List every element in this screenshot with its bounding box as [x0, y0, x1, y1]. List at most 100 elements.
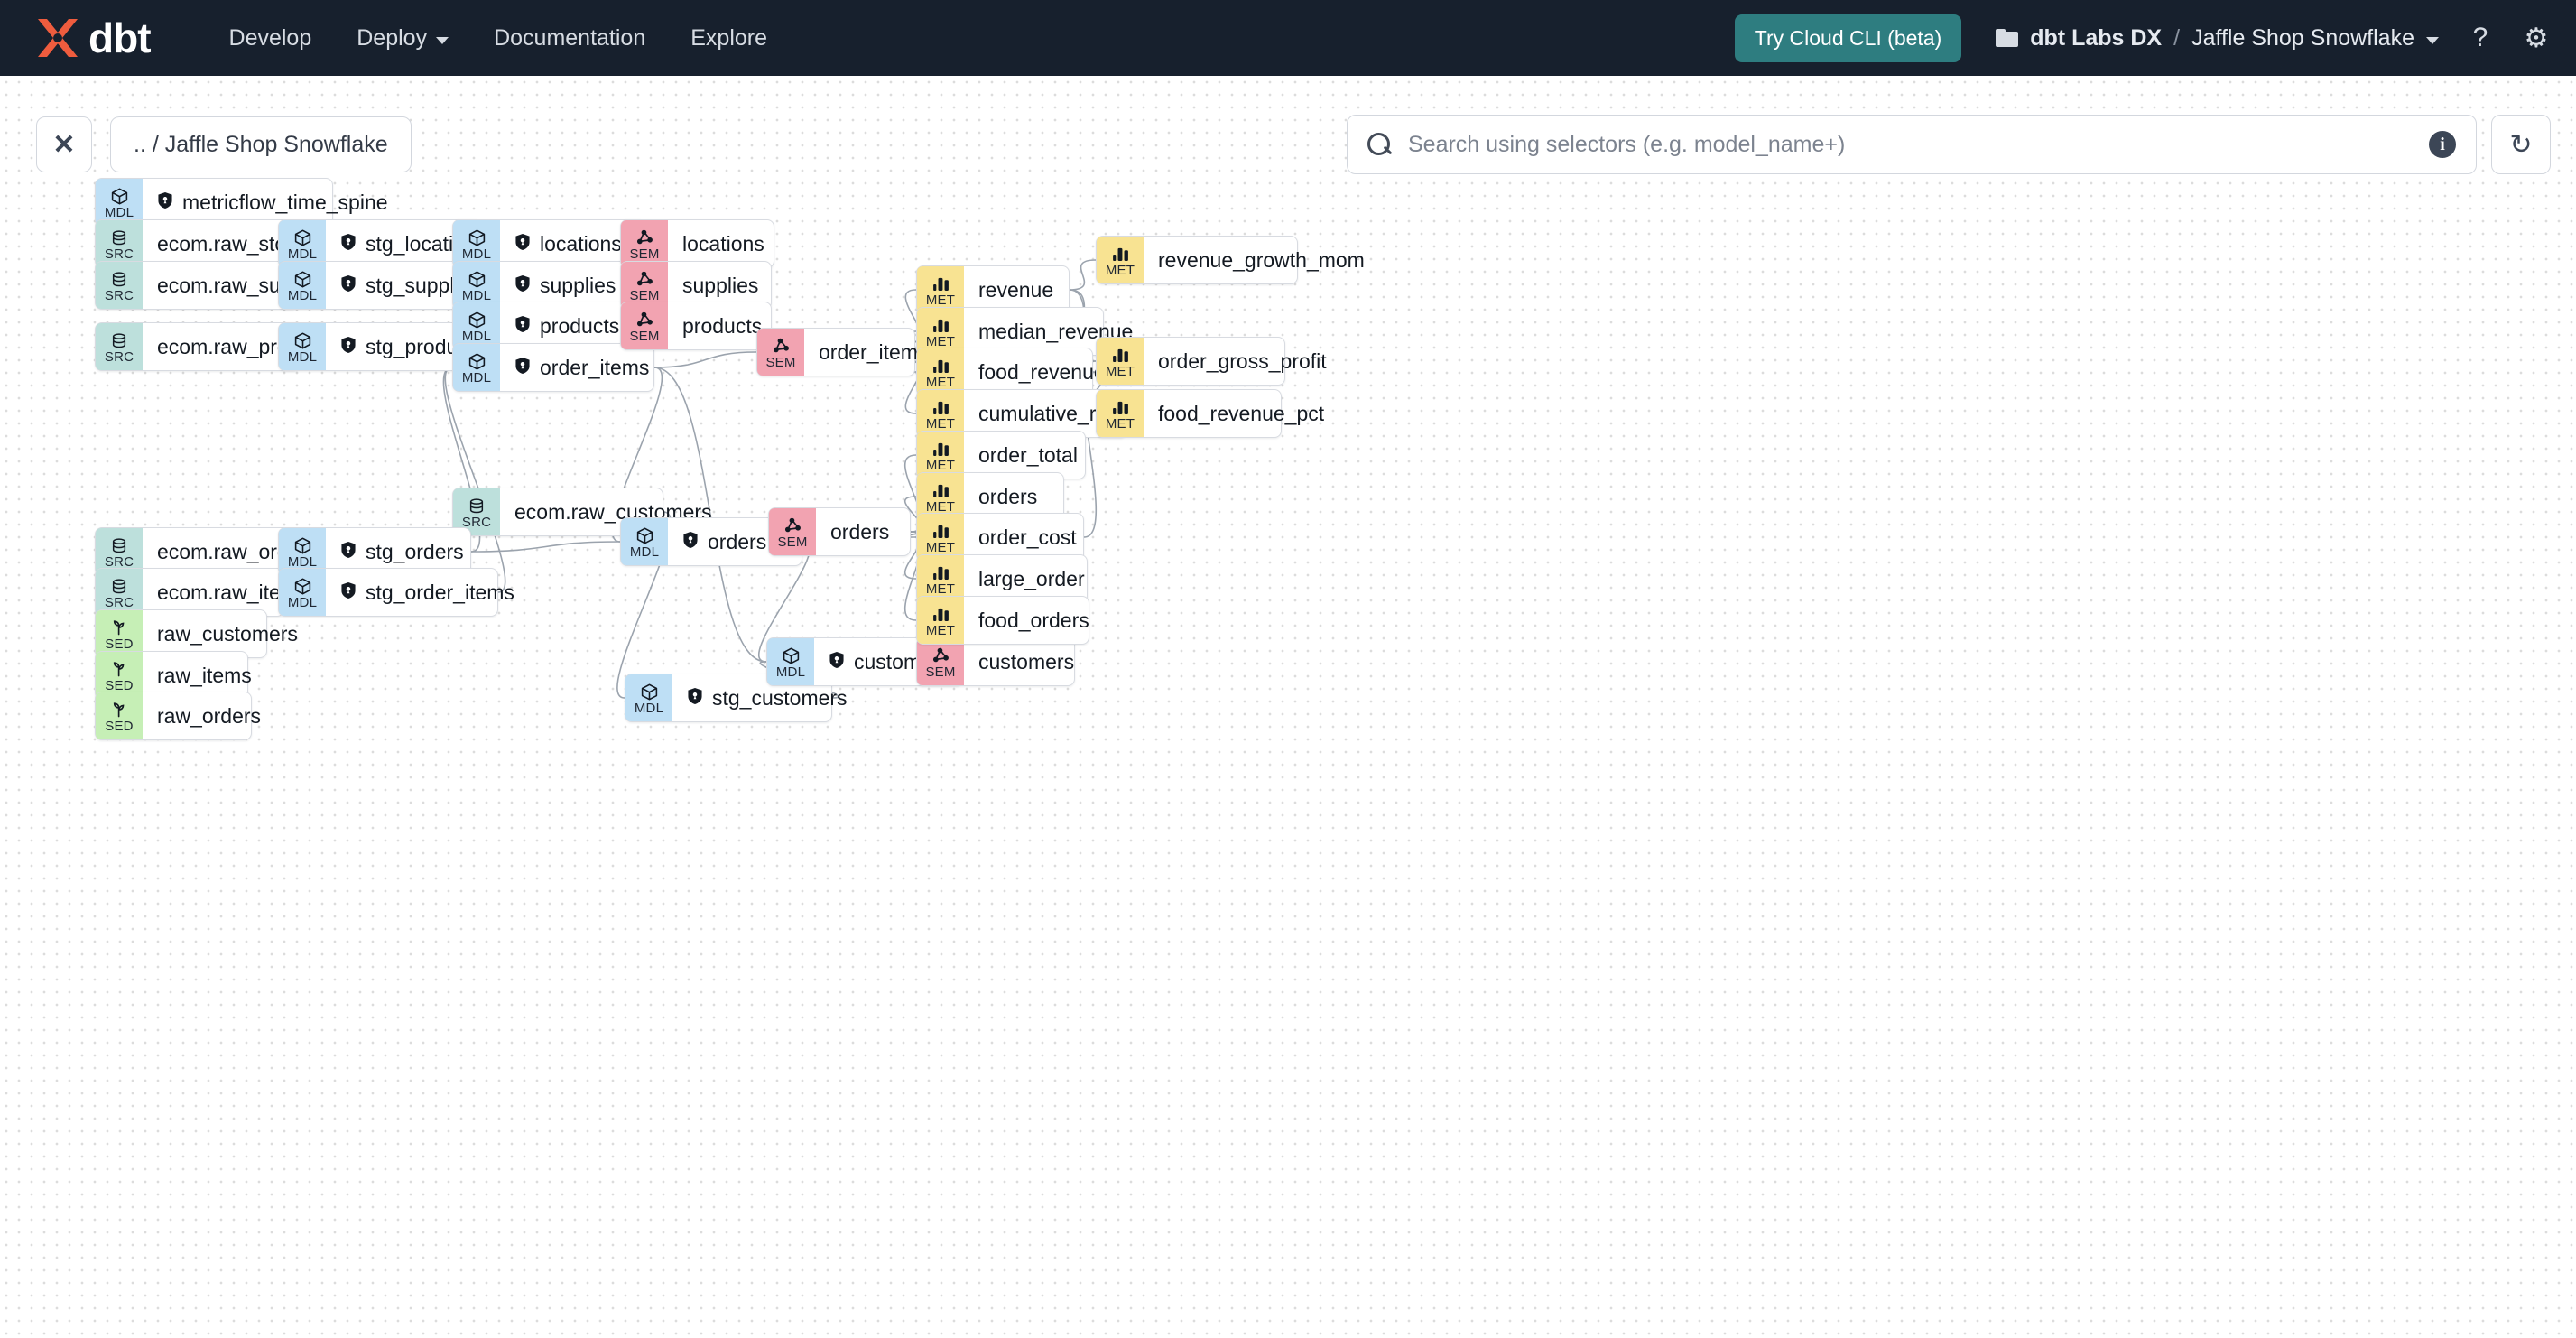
node-type-badge-met: MET	[917, 348, 964, 395]
node-label: raw_orders	[157, 703, 262, 728]
top-navigation-bar: dbt Develop Deploy Documentation Explore…	[0, 0, 2576, 76]
node-type-badge-mdl: MDL	[279, 569, 326, 616]
lineage-node-sem-products[interactable]: SEM products	[620, 302, 772, 350]
node-label-wrap: locations	[668, 220, 781, 267]
lineage-node-met-order-cost[interactable]: MET order_cost	[916, 513, 1084, 562]
node-label: raw_customers	[157, 621, 298, 646]
graph-node-icon	[931, 646, 950, 665]
node-type-badge-met: MET	[917, 597, 964, 644]
lineage-edge	[653, 367, 767, 663]
dbt-logo[interactable]: dbt	[32, 14, 152, 62]
lineage-node-ecom-raw-products[interactable]: SRC ecom.raw_products	[95, 322, 338, 371]
lineage-node-met-revenue-growth-mom[interactable]: MET revenue_growth_mom	[1096, 236, 1365, 284]
lineage-node-met-revenue[interactable]: MET revenue	[916, 265, 1070, 314]
node-label: large_order	[978, 566, 1085, 590]
refresh-button[interactable]: ↻	[2491, 115, 2551, 174]
search-input[interactable]	[1408, 131, 2429, 158]
lineage-node-met-large-order[interactable]: MET large_order	[916, 554, 1088, 603]
database-icon	[110, 577, 128, 596]
node-type-badge-met: MET	[917, 308, 964, 355]
breadcrumb[interactable]: .. / Jaffle Shop Snowflake	[110, 116, 412, 172]
node-label: customers	[978, 649, 1075, 674]
lineage-node-met-order-gross-profit[interactable]: MET order_gross_profit	[1096, 337, 1327, 386]
nav-link-deploy[interactable]: Deploy	[334, 25, 471, 51]
node-label-wrap: orders	[668, 518, 783, 565]
node-type-badge-met: MET	[1097, 338, 1144, 385]
node-label-wrap: raw_items	[143, 652, 268, 699]
node-label-wrap: order_gross_profit	[1144, 338, 1343, 385]
node-type-badge-src: SRC	[96, 220, 143, 267]
node-type-label: MET	[925, 293, 956, 308]
node-label-wrap: locations	[500, 220, 638, 267]
bar-chart-icon	[1111, 346, 1130, 365]
lineage-node-met-food-orders[interactable]: MET food_orders	[916, 596, 1089, 645]
lineage-node-stg-products[interactable]: MDL stg_products	[278, 322, 485, 371]
database-icon	[110, 270, 128, 289]
node-type-label: MDL	[287, 246, 318, 262]
lineage-node-stg-supplies[interactable]: MDL stg_supplies	[278, 261, 481, 310]
lineage-node-met-food-revenue-pct[interactable]: MET food_revenue_pct	[1096, 389, 1324, 438]
node-type-label: MDL	[287, 288, 318, 303]
nav-link-explore[interactable]: Explore	[668, 25, 790, 51]
node-type-label: MET	[1105, 263, 1135, 278]
node-type-label: MDL	[461, 370, 492, 386]
node-type-label: SED	[105, 678, 134, 693]
lineage-node-order-items[interactable]: MDL order_items	[452, 343, 654, 392]
cube-icon	[293, 577, 312, 596]
node-label-wrap: large_order	[964, 555, 1101, 602]
cube-icon	[640, 683, 659, 702]
lineage-node-ecom-raw-supplies[interactable]: SRC ecom.raw_supplies	[95, 261, 335, 310]
node-type-label: MET	[925, 623, 956, 638]
node-type-badge-sem: SEM	[621, 262, 668, 309]
cube-icon	[110, 187, 129, 206]
lineage-graph-canvas[interactable]: MDL metricflow_time_spine SRC ecom.raw_s…	[0, 76, 2576, 1338]
node-type-label: MET	[1105, 364, 1135, 379]
node-label: locations	[682, 231, 764, 256]
lineage-node-sem-locations[interactable]: SEM locations	[620, 219, 774, 268]
lineage-node-stg-order-items[interactable]: MDL stg_order_items	[278, 568, 514, 617]
shield-icon	[514, 232, 531, 256]
close-button[interactable]: ✕	[36, 116, 92, 172]
lineage-node-sem-customers[interactable]: SEM customers	[916, 637, 1075, 686]
lineage-edge	[470, 541, 621, 553]
lineage-node-sem-orders[interactable]: SEM orders	[768, 507, 911, 556]
shield-icon	[682, 530, 699, 554]
lineage-node-orders-mdl[interactable]: MDL orders	[620, 517, 802, 566]
node-label: products	[540, 313, 620, 338]
lineage-node-locations[interactable]: MDL locations	[452, 219, 645, 268]
lineage-node-metricflow-time-spine[interactable]: MDL metricflow_time_spine	[95, 178, 388, 227]
node-label-wrap: products	[668, 302, 778, 349]
node-label-wrap: supplies	[668, 262, 774, 309]
node-type-badge-mdl: MDL	[96, 179, 143, 226]
nav-link-develop[interactable]: Develop	[207, 25, 335, 51]
lineage-edge	[1069, 259, 1097, 291]
bar-chart-icon	[931, 357, 950, 376]
search-box[interactable]: i	[1347, 115, 2477, 174]
bar-chart-icon	[931, 563, 950, 582]
folder-icon	[1996, 29, 2019, 47]
shield-icon	[514, 356, 531, 380]
sprout-icon	[110, 660, 129, 679]
lineage-node-raw-customers[interactable]: SED raw_customers	[95, 609, 298, 658]
try-cloud-cli-button[interactable]: Try Cloud CLI (beta)	[1734, 14, 1962, 62]
node-label: revenue_growth_mom	[1158, 247, 1365, 272]
lineage-node-met-food-revenue[interactable]: MET food_revenue	[916, 348, 1106, 396]
graph-node-icon	[635, 228, 654, 247]
gear-icon[interactable]: ⚙	[2524, 23, 2549, 53]
node-type-badge-met: MET	[917, 473, 964, 520]
primary-nav: Develop Deploy Documentation Explore	[207, 25, 790, 51]
info-icon[interactable]: i	[2429, 131, 2456, 158]
node-label: food_revenue	[978, 359, 1106, 384]
lineage-node-raw-orders[interactable]: SED raw_orders	[95, 692, 261, 740]
cube-icon	[468, 270, 486, 289]
node-type-badge-mdl: MDL	[453, 220, 500, 267]
nav-link-documentation[interactable]: Documentation	[471, 25, 668, 51]
help-icon[interactable]: ?	[2472, 23, 2488, 52]
lineage-node-sem-order-item[interactable]: SEM order_item	[756, 328, 918, 376]
lineage-node-met-order-total[interactable]: MET order_total	[916, 431, 1086, 479]
node-type-label: SRC	[104, 595, 134, 610]
account-project-breadcrumb[interactable]: dbt Labs DX / Jaffle Shop Snowflake	[1996, 25, 2439, 51]
node-label: orders	[978, 484, 1038, 508]
node-label-wrap: supplies	[500, 262, 632, 309]
project-chevron-down-icon[interactable]	[2426, 37, 2439, 44]
